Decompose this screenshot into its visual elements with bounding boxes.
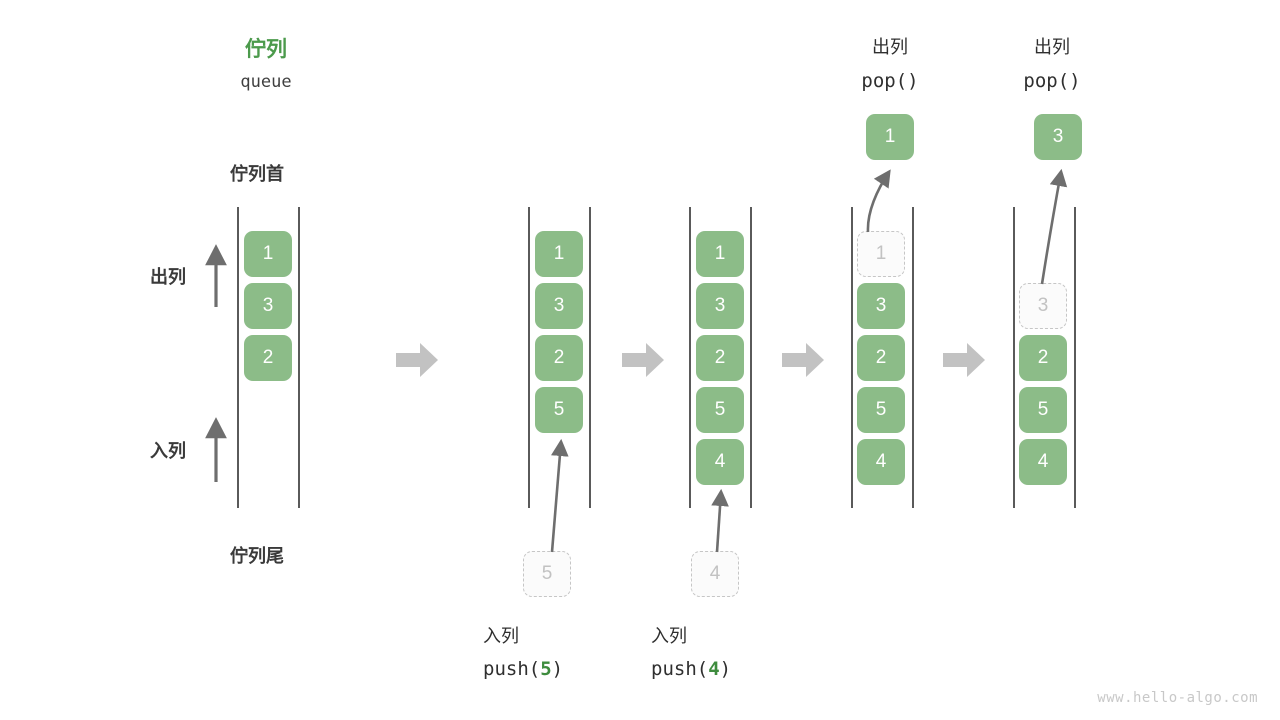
push-arrow xyxy=(550,438,569,553)
queue-cell: 5 xyxy=(857,387,905,433)
push-label-code: push(5) xyxy=(483,658,643,680)
dequeue-direction-label: 出列 xyxy=(150,267,186,287)
push-code-number: 4 xyxy=(708,658,720,680)
queue-cell: 1 xyxy=(244,231,292,277)
rail-left xyxy=(237,207,239,508)
queue-cell: 2 xyxy=(1019,335,1067,381)
queue-title-cn: 佇列 xyxy=(245,38,287,61)
rail-right xyxy=(912,207,914,508)
rail-right xyxy=(298,207,300,508)
queue-cell: 1 xyxy=(696,231,744,277)
pop-label-cn: 出列 xyxy=(872,37,908,57)
step-transition-arrow xyxy=(396,343,438,377)
watermark: www.hello-algo.com xyxy=(1097,690,1258,706)
rail-left xyxy=(1013,207,1015,508)
rail-left xyxy=(528,207,530,508)
pop-arrow xyxy=(866,169,891,233)
enqueue-direction-label: 入列 xyxy=(150,441,186,461)
queue-cell: 3 xyxy=(857,283,905,329)
queue-cell: 3 xyxy=(535,283,583,329)
queue-cell: 3 xyxy=(696,283,744,329)
pop-arrow xyxy=(1040,168,1068,285)
rail-left xyxy=(689,207,691,508)
push-code-prefix: push( xyxy=(651,658,709,680)
push-label-cn: 入列 xyxy=(651,626,687,646)
pop-label-code: pop() xyxy=(1023,70,1081,92)
step-transition-arrow xyxy=(622,343,664,377)
queue-cell-ghost: 1 xyxy=(857,231,905,277)
pop-label-code: pop() xyxy=(861,70,919,92)
queue-cell: 2 xyxy=(696,335,744,381)
queue-cell: 1 xyxy=(535,231,583,277)
queue-cell: 2 xyxy=(535,335,583,381)
queue-cell: 5 xyxy=(1019,387,1067,433)
rail-left xyxy=(851,207,853,508)
step-transition-arrow xyxy=(782,343,824,377)
rail-right xyxy=(589,207,591,508)
queue-cell: 5 xyxy=(696,387,744,433)
popped-cell: 1 xyxy=(866,114,914,160)
push-code-prefix: push( xyxy=(483,658,541,680)
step-transition-arrow xyxy=(943,343,985,377)
push-arrow xyxy=(711,488,729,553)
pop-label-cn: 出列 xyxy=(1034,37,1070,57)
queue-cell: 2 xyxy=(244,335,292,381)
push-ghost-cell: 5 xyxy=(523,551,571,597)
rail-right xyxy=(750,207,752,508)
queue-title-en: queue xyxy=(240,72,292,92)
queue-head-label: 佇列首 xyxy=(230,164,284,184)
push-code-suffix: ) xyxy=(551,658,564,680)
queue-cell: 2 xyxy=(857,335,905,381)
dequeue-direction-arrow xyxy=(205,244,227,307)
queue-cell: 5 xyxy=(535,387,583,433)
queue-cell: 4 xyxy=(857,439,905,485)
queue-tail-label: 佇列尾 xyxy=(230,546,284,566)
push-code-suffix: ) xyxy=(719,658,732,680)
queue-cell-ghost: 3 xyxy=(1019,283,1067,329)
popped-cell: 3 xyxy=(1034,114,1082,160)
push-label-cn: 入列 xyxy=(483,626,519,646)
push-ghost-cell: 4 xyxy=(691,551,739,597)
push-code-number: 5 xyxy=(540,658,552,680)
push-label-code: push(4) xyxy=(651,658,811,680)
queue-cell: 4 xyxy=(1019,439,1067,485)
queue-cell: 4 xyxy=(696,439,744,485)
queue-cell: 3 xyxy=(244,283,292,329)
enqueue-direction-arrow xyxy=(205,417,227,482)
rail-right xyxy=(1074,207,1076,508)
